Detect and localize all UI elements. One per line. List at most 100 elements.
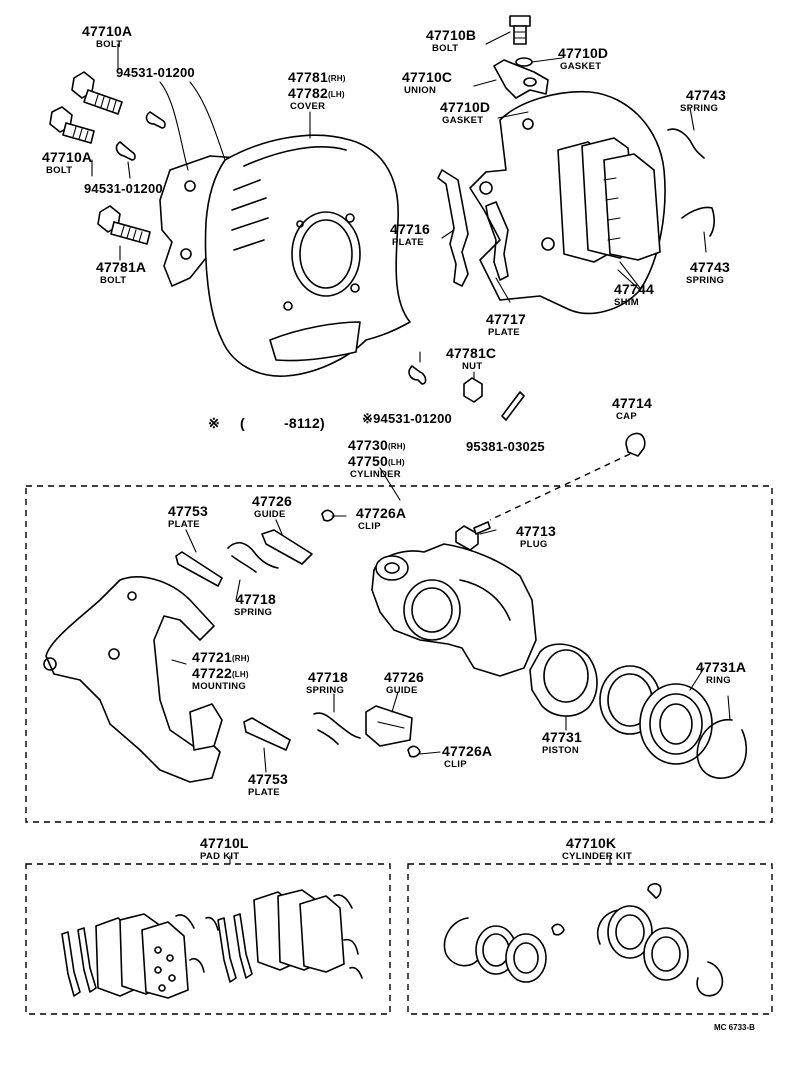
guide-47726-bottom-drawing	[365, 705, 413, 747]
label-47781-suffix: (RH)	[327, 74, 346, 83]
label-47726-top-number: 47726	[252, 493, 292, 509]
label-47710b-number: 47710B	[426, 27, 477, 43]
bolt-47710a-mid-drawing	[49, 106, 95, 144]
pin-95381-drawing	[501, 391, 525, 421]
label-47781a-name: BOLT	[100, 275, 127, 286]
label-47710d-mid-name: GASKET	[442, 115, 484, 126]
cotter-pin-bottom	[408, 365, 427, 385]
label-47722-name: MOUNTING	[192, 681, 247, 692]
dust-boot-drawing	[639, 683, 713, 765]
plate-47753-top-drawing	[175, 551, 223, 587]
label-47730-suffix: (RH)	[387, 442, 406, 451]
label-47721-suffix: (RH)	[231, 654, 250, 663]
label-95381-number: 95381-03025	[466, 439, 545, 454]
label-47753-bottom-number: 47753	[248, 771, 288, 787]
label-47721-number: 47721(RH)	[192, 650, 250, 664]
plug-47713-drawing	[455, 521, 491, 551]
range-note-open: (	[240, 415, 245, 431]
label-47710a-mid-number: 47710A	[42, 149, 93, 165]
label-47717-number: 47717	[486, 311, 526, 327]
piston-47731-drawing	[529, 643, 598, 717]
spring-47718-top-drawing	[227, 541, 279, 573]
plate-47753-bottom-drawing	[243, 717, 291, 751]
label-47722-number: 47722(LH)	[192, 666, 249, 680]
label-94531-top-number: 94531-01200	[116, 65, 195, 80]
label-47726a-top-number: 47726A	[356, 505, 407, 521]
mounting-bracket-drawing	[43, 576, 223, 783]
label-94531-bottom-mark: ※	[362, 411, 374, 426]
label-94531-bottom-number: ※94531-01200	[362, 412, 452, 425]
label-47730-number-text: 47730	[348, 437, 388, 453]
label-47714-number: 47714	[612, 395, 652, 411]
label-47781-number: 47781(RH)	[288, 70, 346, 84]
spring-47743-lower	[681, 206, 715, 237]
label-94531-mid-number: 94531-01200	[84, 181, 163, 196]
label-47710d-mid-number: 47710D	[440, 99, 491, 115]
label-47726-top-name: GUIDE	[254, 509, 286, 520]
label-94531-bottom-text: 94531-01200	[373, 411, 452, 426]
label-47782-name: COVER	[290, 101, 326, 112]
label-47716-name: PLATE	[392, 237, 424, 248]
plate-47716-drawing	[437, 169, 469, 287]
label-47743-top-number: 47743	[686, 87, 726, 103]
label-47710b-name: BOLT	[432, 43, 459, 54]
label-47750-number: 47750(LH)	[348, 454, 405, 468]
label-47722-number-text: 47722	[192, 665, 232, 681]
label-47710l-name: PAD KIT	[200, 851, 240, 862]
label-47710k-name: CYLINDER KIT	[562, 851, 633, 862]
label-47731-number: 47731	[542, 729, 582, 745]
guide-47726-top-drawing	[261, 529, 313, 565]
nut-47781c-drawing	[463, 377, 483, 403]
range-note-mark: ※	[208, 415, 220, 431]
label-47743-top-name: SPRING	[680, 103, 719, 114]
label-47782-suffix: (LH)	[327, 90, 345, 99]
pad-kit-contents-drawing	[61, 889, 363, 999]
label-47710d-top-name: GASKET	[560, 61, 602, 72]
dust-cover-drawing	[204, 134, 411, 377]
label-47716-number: 47716	[390, 221, 430, 237]
label-47781-number-text: 47781	[288, 69, 328, 85]
label-47743-bottom-number: 47743	[690, 259, 730, 275]
cotter-pin-upper	[145, 111, 166, 129]
label-47717-name: PLATE	[488, 327, 520, 338]
caliper-cylinder-body-drawing	[371, 543, 537, 677]
clip-47726a-bottom-drawing	[407, 745, 421, 758]
union-47710c-drawing	[493, 59, 549, 99]
brake-pads-top-drawing	[557, 137, 661, 263]
label-47710c-name: UNION	[404, 85, 437, 96]
label-47718-bottom-number: 47718	[308, 669, 348, 685]
label-47710k-number: 47710K	[566, 835, 617, 851]
bolt-47710a-top-drawing	[71, 71, 123, 115]
bolt-47781a-drawing	[97, 205, 151, 245]
label-47710l-number: 47710L	[200, 835, 249, 851]
cylinder-kit-contents-drawing	[443, 883, 724, 997]
label-47731a-number: 47731A	[696, 659, 747, 675]
label-47718-bottom-name: SPRING	[306, 685, 345, 696]
plate-47717-drawing	[485, 201, 509, 281]
cylinder-kit-box	[407, 863, 773, 1015]
label-47726-bottom-name: GUIDE	[386, 685, 418, 696]
label-47713-number: 47713	[516, 523, 556, 539]
label-47750-number-text: 47750	[348, 453, 388, 469]
label-47722-suffix: (LH)	[231, 670, 249, 679]
spring-47718-bottom-drawing	[313, 712, 361, 745]
cotter-pin-lower	[115, 141, 136, 161]
label-47753-top-number: 47753	[168, 503, 208, 519]
cylinder-group-box	[25, 485, 773, 823]
gasket-47710d-upper	[515, 57, 533, 67]
diagram-code: MC 6733-B	[714, 1023, 755, 1032]
pad-kit-box	[25, 863, 391, 1015]
label-47744-name: SHIM	[614, 297, 639, 308]
range-note-text: -8112)	[284, 415, 325, 431]
label-47731a-name: RING	[706, 675, 731, 686]
label-47718-top-number: 47718	[236, 591, 276, 607]
ring-47731a-drawing	[696, 718, 748, 779]
label-47710c-number: 47710C	[402, 69, 453, 85]
label-47781a-number: 47781A	[96, 259, 147, 275]
label-47731-name: PISTON	[542, 745, 579, 756]
label-47753-bottom-name: PLATE	[248, 787, 280, 798]
label-47782-number-text: 47782	[288, 85, 328, 101]
label-47726a-top-name: CLIP	[358, 521, 381, 532]
